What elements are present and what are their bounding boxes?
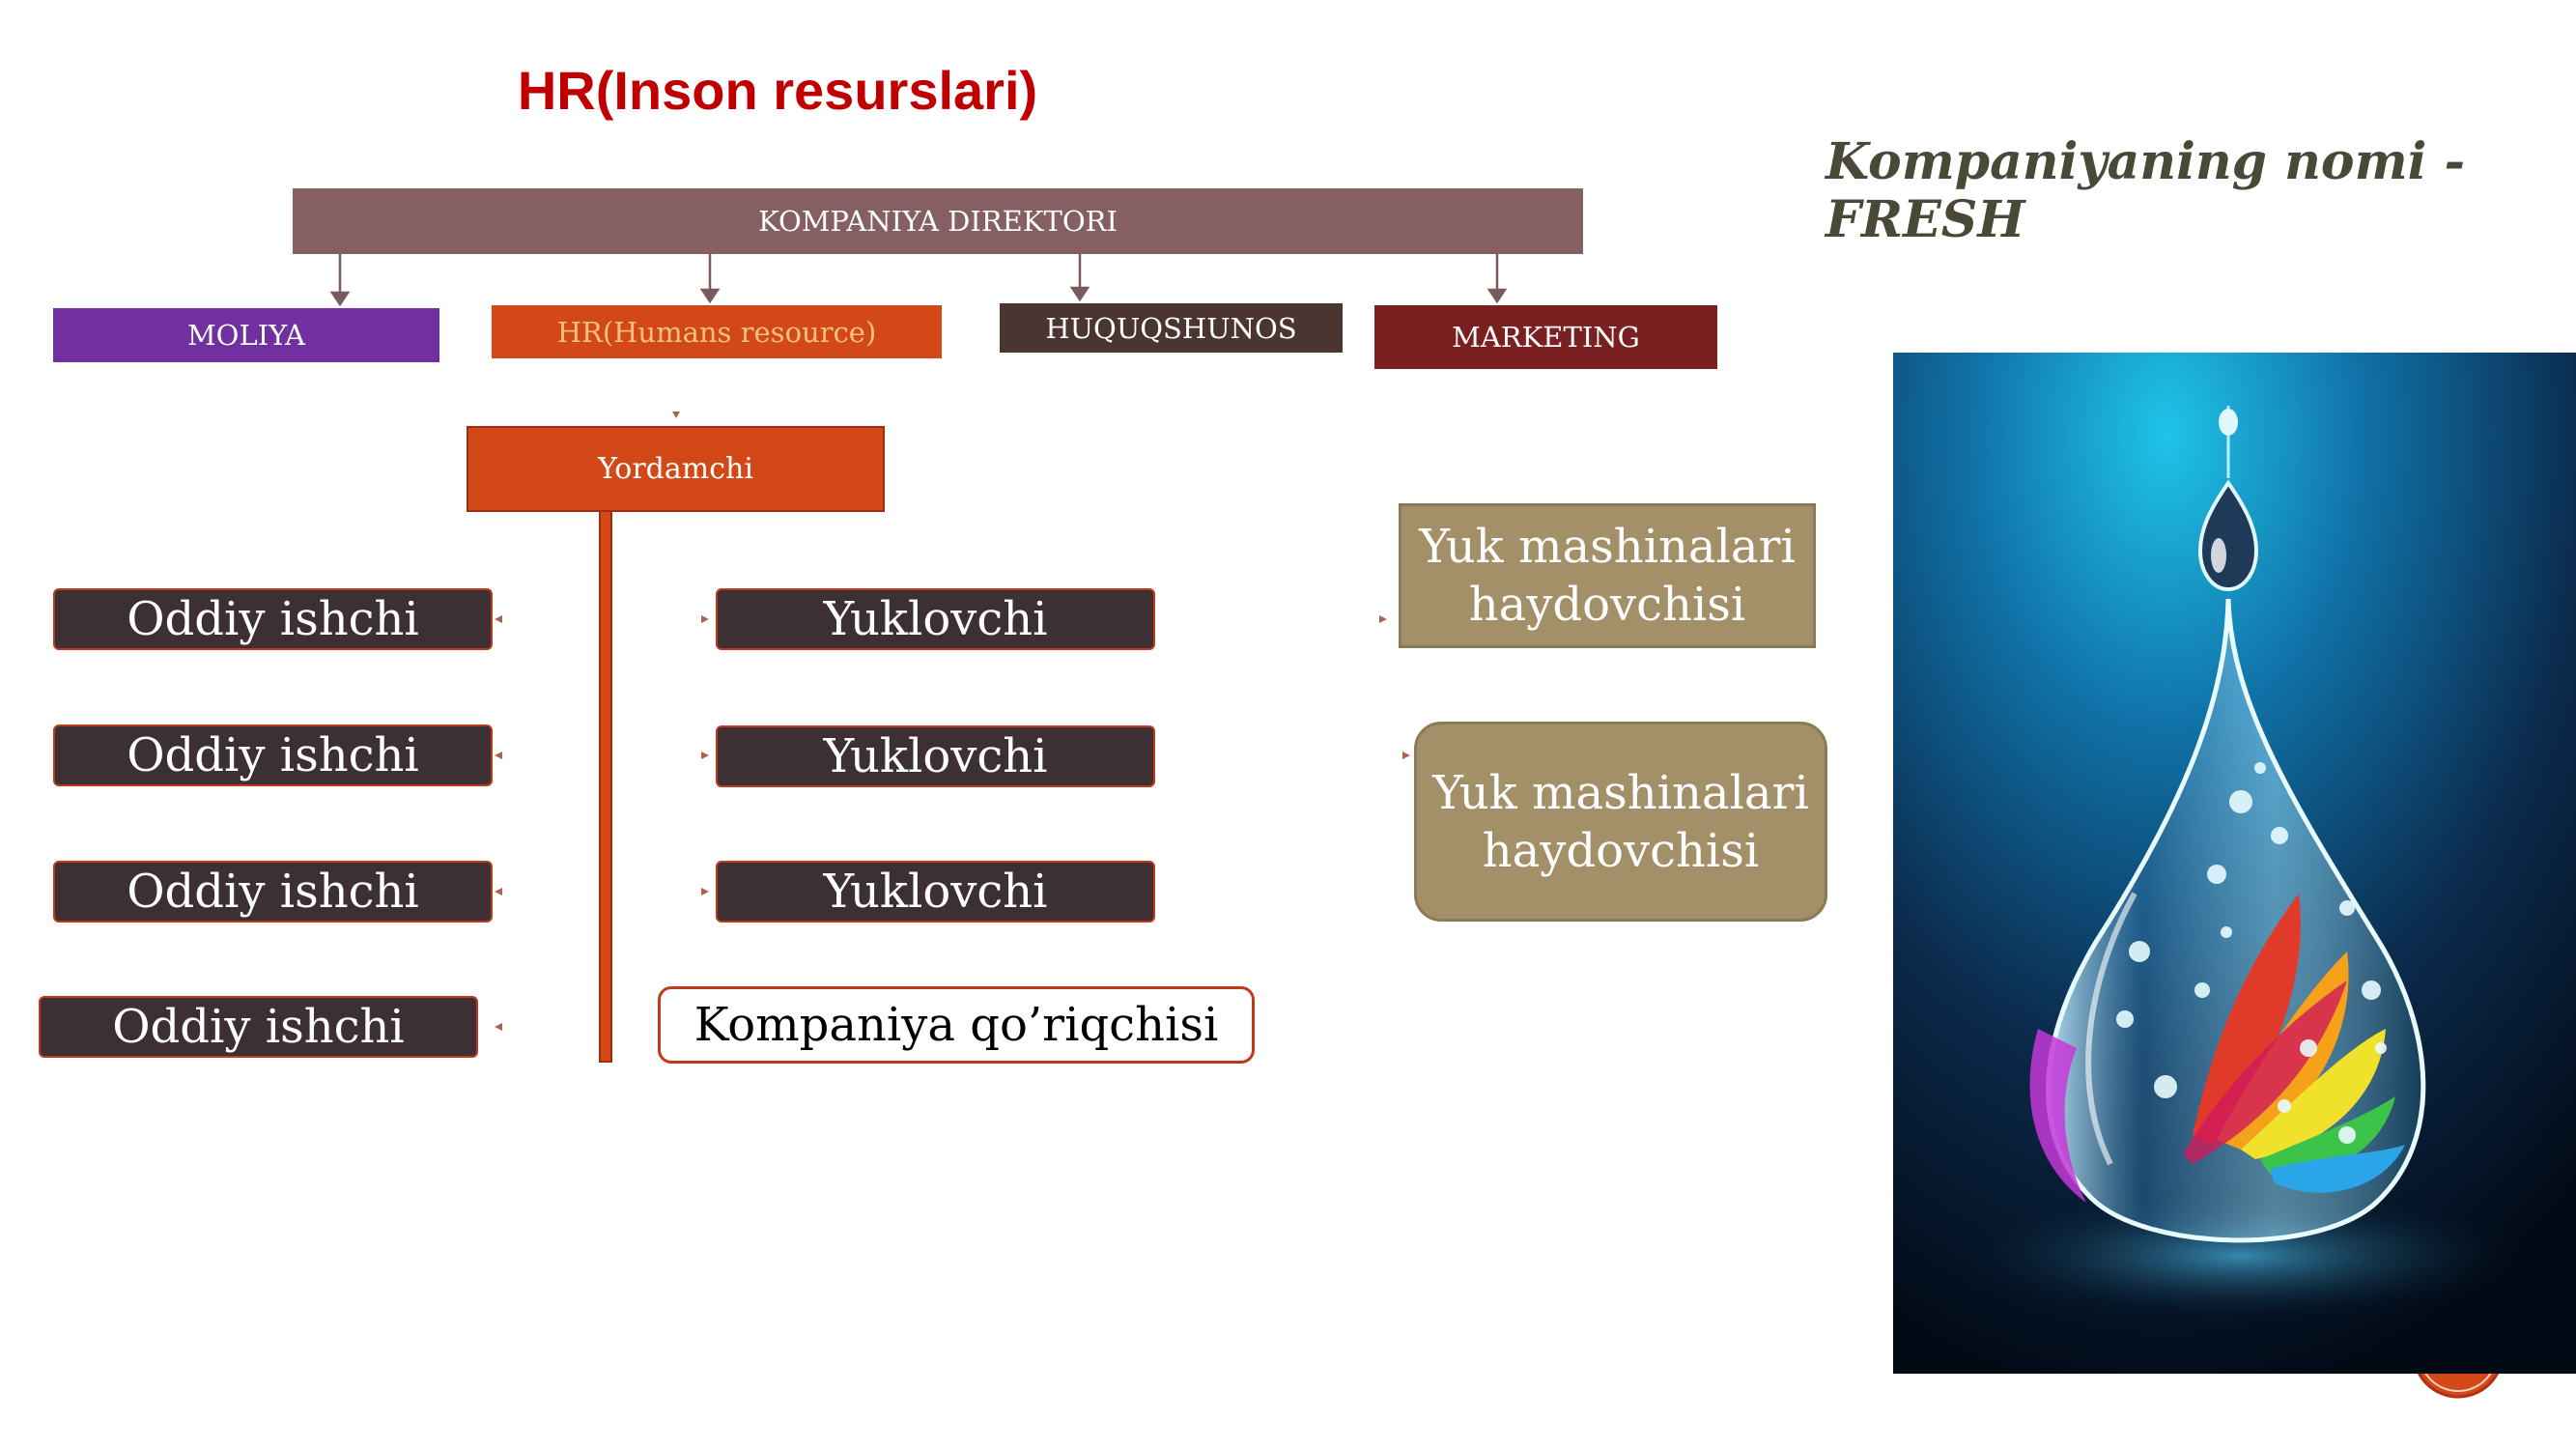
loader-box: Yuklovchi (716, 588, 1155, 650)
worker-box: Oddiy ishchi (53, 724, 493, 786)
worker-box: Oddiy ishchi (39, 996, 478, 1058)
dept-hr: HR(Humans resource) (492, 305, 942, 358)
driver-box: Yuk mashinalari haydovchisi (1414, 722, 1827, 922)
worker-box: Oddiy ishchi (53, 861, 493, 923)
loader-box: Yuklovchi (716, 725, 1155, 787)
driver-box: Yuk mashinalari haydovchisi (1399, 503, 1816, 648)
dept-moliya: MOLIYA (53, 308, 439, 362)
company-name: Kompaniyaning nomi - FRESH (1826, 132, 2466, 249)
loader-box: Yuklovchi (716, 861, 1155, 923)
dept-huquqshunos: HUQUQSHUNOS (1000, 303, 1343, 353)
page-title: HR(Inson resurslari) (517, 59, 1038, 121)
water-drop-image (1893, 353, 2576, 1374)
dept-marketing: MARKETING (1374, 305, 1717, 369)
worker-box: Oddiy ishchi (53, 588, 493, 650)
assistant-stem (599, 497, 612, 1063)
assistant-box: Yordamchi (467, 426, 885, 512)
director-box: KOMPANIYA DIREKTORI (293, 188, 1583, 254)
guard-box: Kompaniya qo’riqchisi (658, 986, 1255, 1064)
